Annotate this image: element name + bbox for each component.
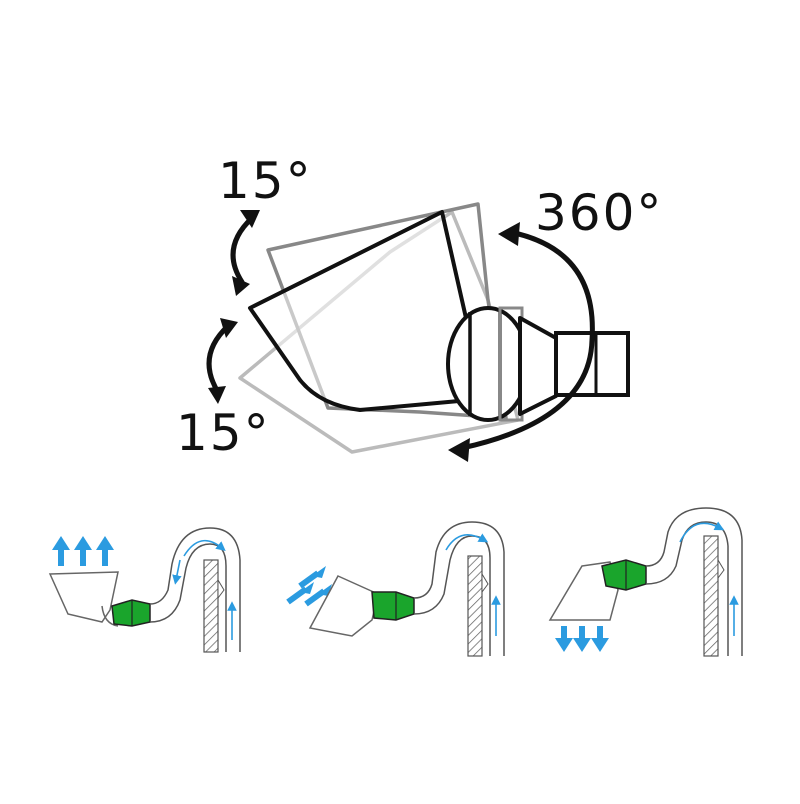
tilt-down-label: 15°: [176, 404, 271, 462]
nozzle-cone: [308, 575, 379, 637]
tilt-down-arrow: [206, 323, 231, 395]
tilt-up-arrowhead-bottom: [232, 276, 250, 296]
flow-side-arrows: [286, 566, 332, 607]
tank-wall: [703, 535, 719, 657]
ball-joint: [446, 306, 530, 422]
rotation-arrowhead-bottom: [448, 438, 470, 462]
tilt-down-arrowhead-top: [220, 318, 238, 338]
tilt-down-arrowhead-bottom: [208, 386, 226, 404]
tilt-up-arrow: [230, 215, 255, 285]
tank-wall: [203, 559, 219, 653]
panel-spray-down: [548, 507, 743, 657]
outflow-pipe: [413, 521, 505, 656]
nozzle-main-outline: [248, 210, 472, 412]
nozzle-ghost-up: [266, 202, 508, 420]
green-nozzle: [111, 599, 151, 627]
nozzle-cone: [548, 561, 619, 621]
outflow-pipe: [149, 527, 241, 652]
nozzle-neck: [518, 316, 558, 416]
nozzle-rotation-diagram: [206, 202, 630, 462]
tilt-up-arrowhead-top: [240, 210, 260, 228]
tilt-up-label: 15°: [218, 152, 313, 210]
tank-wall: [467, 555, 483, 657]
green-nozzle: [601, 559, 647, 591]
flow-up-arrows: [52, 536, 114, 566]
outflow-pipe: [645, 507, 743, 656]
flow-down-arrows: [555, 626, 609, 652]
rotation-arrowhead-top: [498, 222, 520, 246]
nozzle-cone: [48, 571, 119, 623]
panel-spray-side: [286, 521, 505, 657]
rotation-label: 360°: [535, 184, 664, 242]
rotation-arrow: [459, 229, 595, 451]
panel-spray-up: [48, 527, 241, 653]
green-nozzle: [371, 591, 415, 621]
